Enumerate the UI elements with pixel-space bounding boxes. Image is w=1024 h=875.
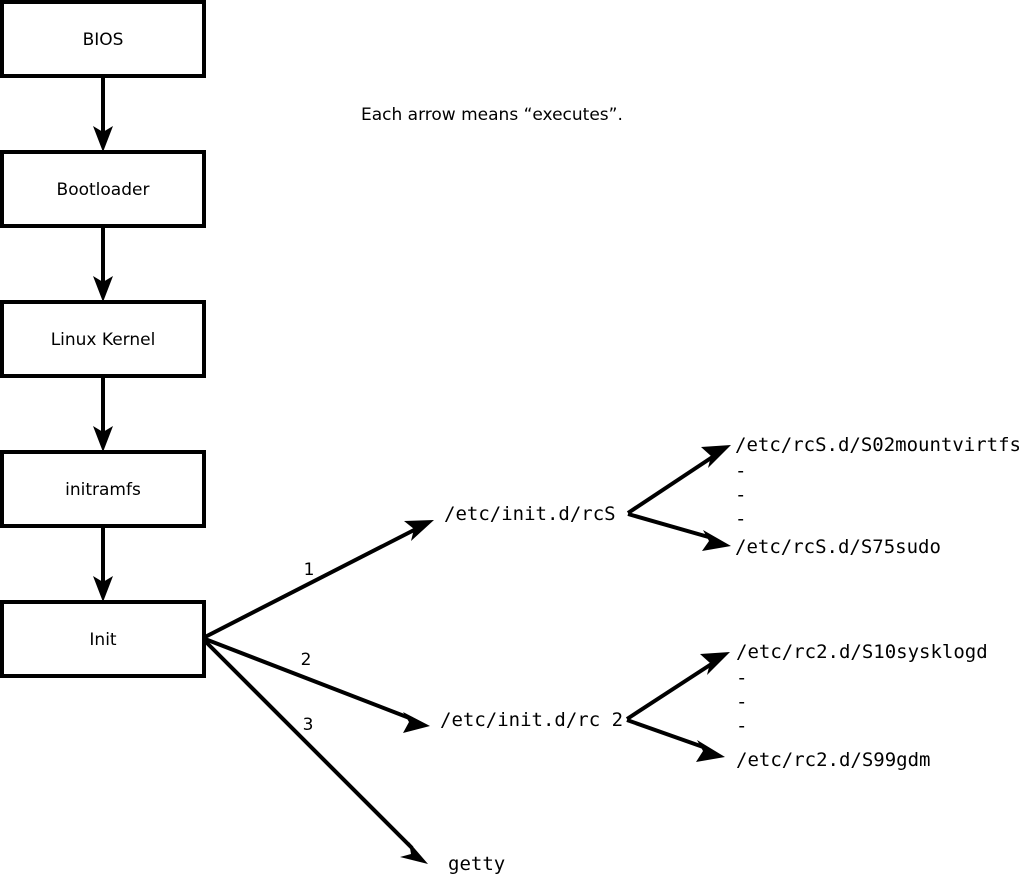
init-target-rc2-label: /etc/init.d/rc 2 xyxy=(440,709,623,731)
arrow-head-icon xyxy=(93,426,113,452)
rcS-ellipsis-dash-2: - xyxy=(735,484,746,506)
initramfs-box xyxy=(0,450,206,528)
node-bootloader: Bootloader xyxy=(0,150,206,228)
node-bios: BIOS xyxy=(0,0,206,78)
arrow-rcS-to-first-script xyxy=(626,445,731,515)
arrow-shaft xyxy=(203,639,414,850)
rc2-script-last: /etc/rc2.d/S99gdm xyxy=(736,749,930,771)
arrow-init-to-getty: 3 xyxy=(203,639,428,864)
arrow-head-icon xyxy=(696,740,725,762)
node-linux-kernel: Linux Kernel xyxy=(0,300,206,378)
arrow-shaft xyxy=(626,718,707,750)
arrow-head-icon xyxy=(93,126,113,152)
legend-note: Each arrow means “executes”. xyxy=(361,105,623,125)
arrow-head-icon xyxy=(93,576,113,602)
rcS-ellipsis-dash-3: - xyxy=(735,508,746,530)
init-target-getty-label: getty xyxy=(448,853,505,875)
rc2-ellipsis-dash-3: - xyxy=(736,715,747,737)
arrow-bootloader-to-kernel xyxy=(93,226,113,302)
arrow-head-icon xyxy=(403,712,430,733)
arrow-head-icon xyxy=(400,842,428,864)
arrow-rcS-to-last-script xyxy=(627,512,731,551)
edge-number-1: 1 xyxy=(304,560,315,580)
arrow-init-to-rcS: 1 xyxy=(204,520,434,639)
arrow-shaft xyxy=(204,637,413,721)
initramfs-label: initramfs xyxy=(65,480,141,500)
arrow-shaft xyxy=(627,512,713,540)
arrow-initramfs-to-init xyxy=(93,526,113,602)
edge-number-3: 3 xyxy=(303,715,314,735)
rcS-ellipsis-dash-1: - xyxy=(735,460,746,482)
arrow-shaft xyxy=(204,526,419,639)
arrow-kernel-to-initramfs xyxy=(93,376,113,452)
arrow-head-icon xyxy=(700,652,730,675)
arrow-shaft xyxy=(625,661,715,721)
arrow-init-to-rc2: 2 xyxy=(204,637,430,733)
rc2-ellipsis-dash-2: - xyxy=(736,691,747,713)
arrow-head-icon xyxy=(702,530,731,551)
bootloader-label: Bootloader xyxy=(57,180,150,200)
bios-box xyxy=(0,0,206,78)
arrow-head-icon xyxy=(701,445,731,468)
arrow-bios-to-bootloader xyxy=(93,76,113,152)
arrow-head-icon xyxy=(404,520,434,541)
kernel-label: Linux Kernel xyxy=(51,330,156,350)
rc2-ellipsis-dash-1: - xyxy=(736,667,747,689)
node-init: Init xyxy=(0,600,206,678)
rc2-script-first: /etc/rc2.d/S10sysklogd xyxy=(736,641,988,663)
arrow-head-icon xyxy=(93,276,113,302)
bios-label: BIOS xyxy=(83,30,124,50)
rcS-script-last: /etc/rcS.d/S75sudo xyxy=(735,536,941,558)
init-target-rcS-label: /etc/init.d/rcS xyxy=(444,503,616,525)
arrow-rc2-to-first-script xyxy=(625,652,730,721)
node-initramfs: initramfs xyxy=(0,450,206,528)
rcS-script-first: /etc/rcS.d/S02mountvirtfs xyxy=(735,434,1021,456)
arrow-rc2-to-last-script xyxy=(626,718,725,762)
init-label: Init xyxy=(89,630,117,650)
edge-number-2: 2 xyxy=(301,650,312,670)
arrow-shaft xyxy=(626,454,716,515)
